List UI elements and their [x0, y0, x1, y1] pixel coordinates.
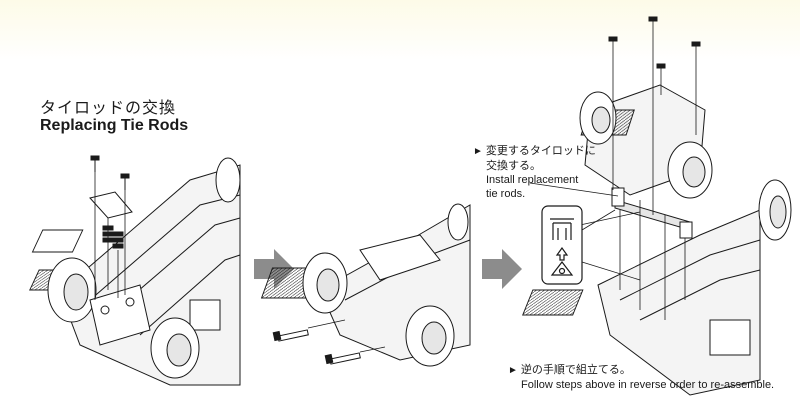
step1-chassis-drawing [29, 155, 241, 386]
install-note-jp-line1: 変更するタイロッドに [485, 145, 596, 157]
reassemble-note: ►逆の手順で組立てる。 Follow steps above in revers… [508, 363, 774, 392]
tie-rod-detail-callout [541, 205, 641, 285]
step-arrow-2-icon [482, 249, 522, 289]
pin-icon [272, 329, 361, 365]
reassemble-note-jp: 逆の手順で組立てる。 [520, 364, 631, 376]
install-note-en-line1: Install replacement [486, 174, 579, 186]
triangle-pointer-icon: ► [473, 146, 483, 157]
top-gradient-band [0, 0, 800, 60]
step2-chassis-drawing [260, 203, 471, 367]
install-replacement-note: ►変更するタイロッドに 交換する。 Install replacement ti… [473, 144, 596, 201]
screw-icon [608, 16, 701, 69]
triangle-pointer-icon: ► [508, 365, 518, 376]
page-title-japanese: タイロッドの交換 [40, 98, 177, 117]
page-title-english: Replacing Tie Rods [40, 117, 189, 134]
reassemble-note-en: Follow steps above in reverse order to r… [521, 379, 775, 391]
step3-chassis-drawing [522, 16, 792, 396]
install-note-en-line2: tie rods. [486, 188, 526, 200]
install-note-jp-line2: 交換する。 [486, 160, 541, 172]
screw-icon [90, 155, 130, 190]
